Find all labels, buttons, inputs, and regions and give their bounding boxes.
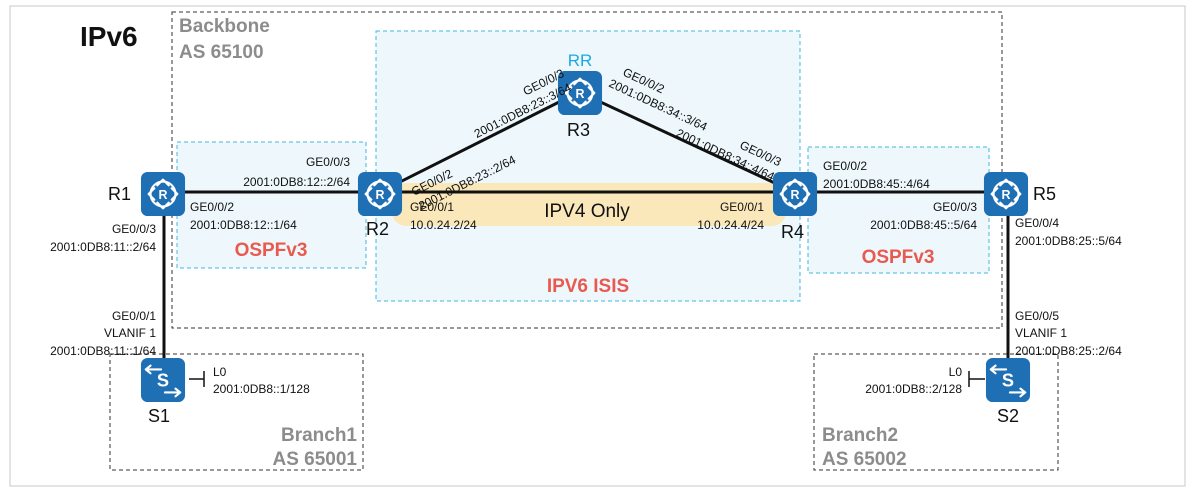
r1-s1-vlan: VLANIF 1 xyxy=(104,326,156,340)
r5-s2-s2-port: GE0/0/5 xyxy=(1015,309,1059,323)
link-r3-r4 xyxy=(578,90,795,194)
r1-s1-s1-port: GE0/0/1 xyxy=(112,309,156,323)
r4-r5-r4-port: GE0/0/2 xyxy=(823,159,867,173)
branch1-name: Branch1 xyxy=(281,425,357,446)
switch-s2-icon[interactable] xyxy=(985,357,1031,403)
s2-loopback-name: L0 xyxy=(949,365,963,379)
diagram-title: IPv6 xyxy=(80,21,138,52)
s1-loopback-addr: 2001:0DB8::1/128 xyxy=(213,382,310,396)
backbone-as: AS 65100 xyxy=(179,42,264,63)
r5-s2-s2-addr: 2001:0DB8:25::2/64 xyxy=(1015,344,1122,358)
r4-label: R4 xyxy=(781,222,804,242)
branch1-region xyxy=(109,353,364,471)
s1-loopback-name: L0 xyxy=(213,365,227,379)
left-ospf-label: OSPFv3 xyxy=(235,240,308,261)
r2-label: R2 xyxy=(366,219,389,239)
branch2-name: Branch2 xyxy=(822,425,898,446)
link-r2-r3 xyxy=(379,90,580,194)
branch2-as: AS 65002 xyxy=(822,449,907,470)
router-r4-icon[interactable] xyxy=(772,171,818,217)
r5-s2-r5-addr: 2001:0DB8:25::5/64 xyxy=(1015,234,1122,248)
router-r2-icon[interactable] xyxy=(357,171,403,217)
ipv4-only-band xyxy=(392,183,786,226)
r4-r5-r4-addr: 2001:0DB8:45::4/64 xyxy=(823,177,930,191)
r1-s1-r1-addr: 2001:0DB8:11::2/64 xyxy=(50,240,156,254)
r1-s1-r1-port: GE0/0/3 xyxy=(112,222,156,236)
backbone-region xyxy=(171,11,1003,329)
r2-r4-r2-addr: 10.0.24.2/24 xyxy=(410,218,477,232)
branch1-as: AS 65001 xyxy=(272,449,357,470)
router-r1-icon[interactable] xyxy=(140,171,186,217)
right-ospf-label: OSPFv3 xyxy=(862,247,935,268)
r1-label: R1 xyxy=(108,184,131,204)
r1-r2-r1-port: GE0/0/2 xyxy=(190,200,234,214)
rr-label: RR xyxy=(568,51,593,70)
r1-s1-s1-addr: 2001:0DB8:11::1/64 xyxy=(50,344,156,358)
branch2-region xyxy=(813,353,1059,471)
router-r5-icon[interactable] xyxy=(983,171,1029,217)
r5-label: R5 xyxy=(1033,184,1056,204)
r5-s2-vlan: VLANIF 1 xyxy=(1015,326,1067,340)
ipv4-only-label: IPV4 Only xyxy=(544,201,630,222)
r4-r5-r5-port: GE0/0/3 xyxy=(933,200,977,214)
r5-s2-r5-port: GE0/0/4 xyxy=(1015,216,1059,230)
r2-r4-r2-port: GE0/0/1 xyxy=(410,200,454,214)
r2-r4-r4-addr: 10.0.24.4/24 xyxy=(697,218,764,232)
r1-r2-r2-port: GE0/0/3 xyxy=(306,155,350,169)
isis-label: IPV6 ISIS xyxy=(547,276,629,297)
right-ospf-area xyxy=(807,146,990,274)
backbone-name: Backbone xyxy=(179,16,270,37)
r2-r4-r4-port: GE0/0/1 xyxy=(720,200,764,214)
s2-label: S2 xyxy=(997,406,1019,426)
r1-r2-r1-addr: 2001:0DB8:12::1/64 xyxy=(190,218,297,232)
s1-label: S1 xyxy=(148,406,170,426)
switch-s1-icon[interactable] xyxy=(140,357,186,403)
s2-loopback-addr: 2001:0DB8::2/128 xyxy=(865,382,962,396)
r3-label: R3 xyxy=(567,120,590,140)
r4-r5-r5-addr: 2001:0DB8:45::5/64 xyxy=(870,218,977,232)
r1-r2-r2-addr: 2001:0DB8:12::2/64 xyxy=(243,175,350,189)
